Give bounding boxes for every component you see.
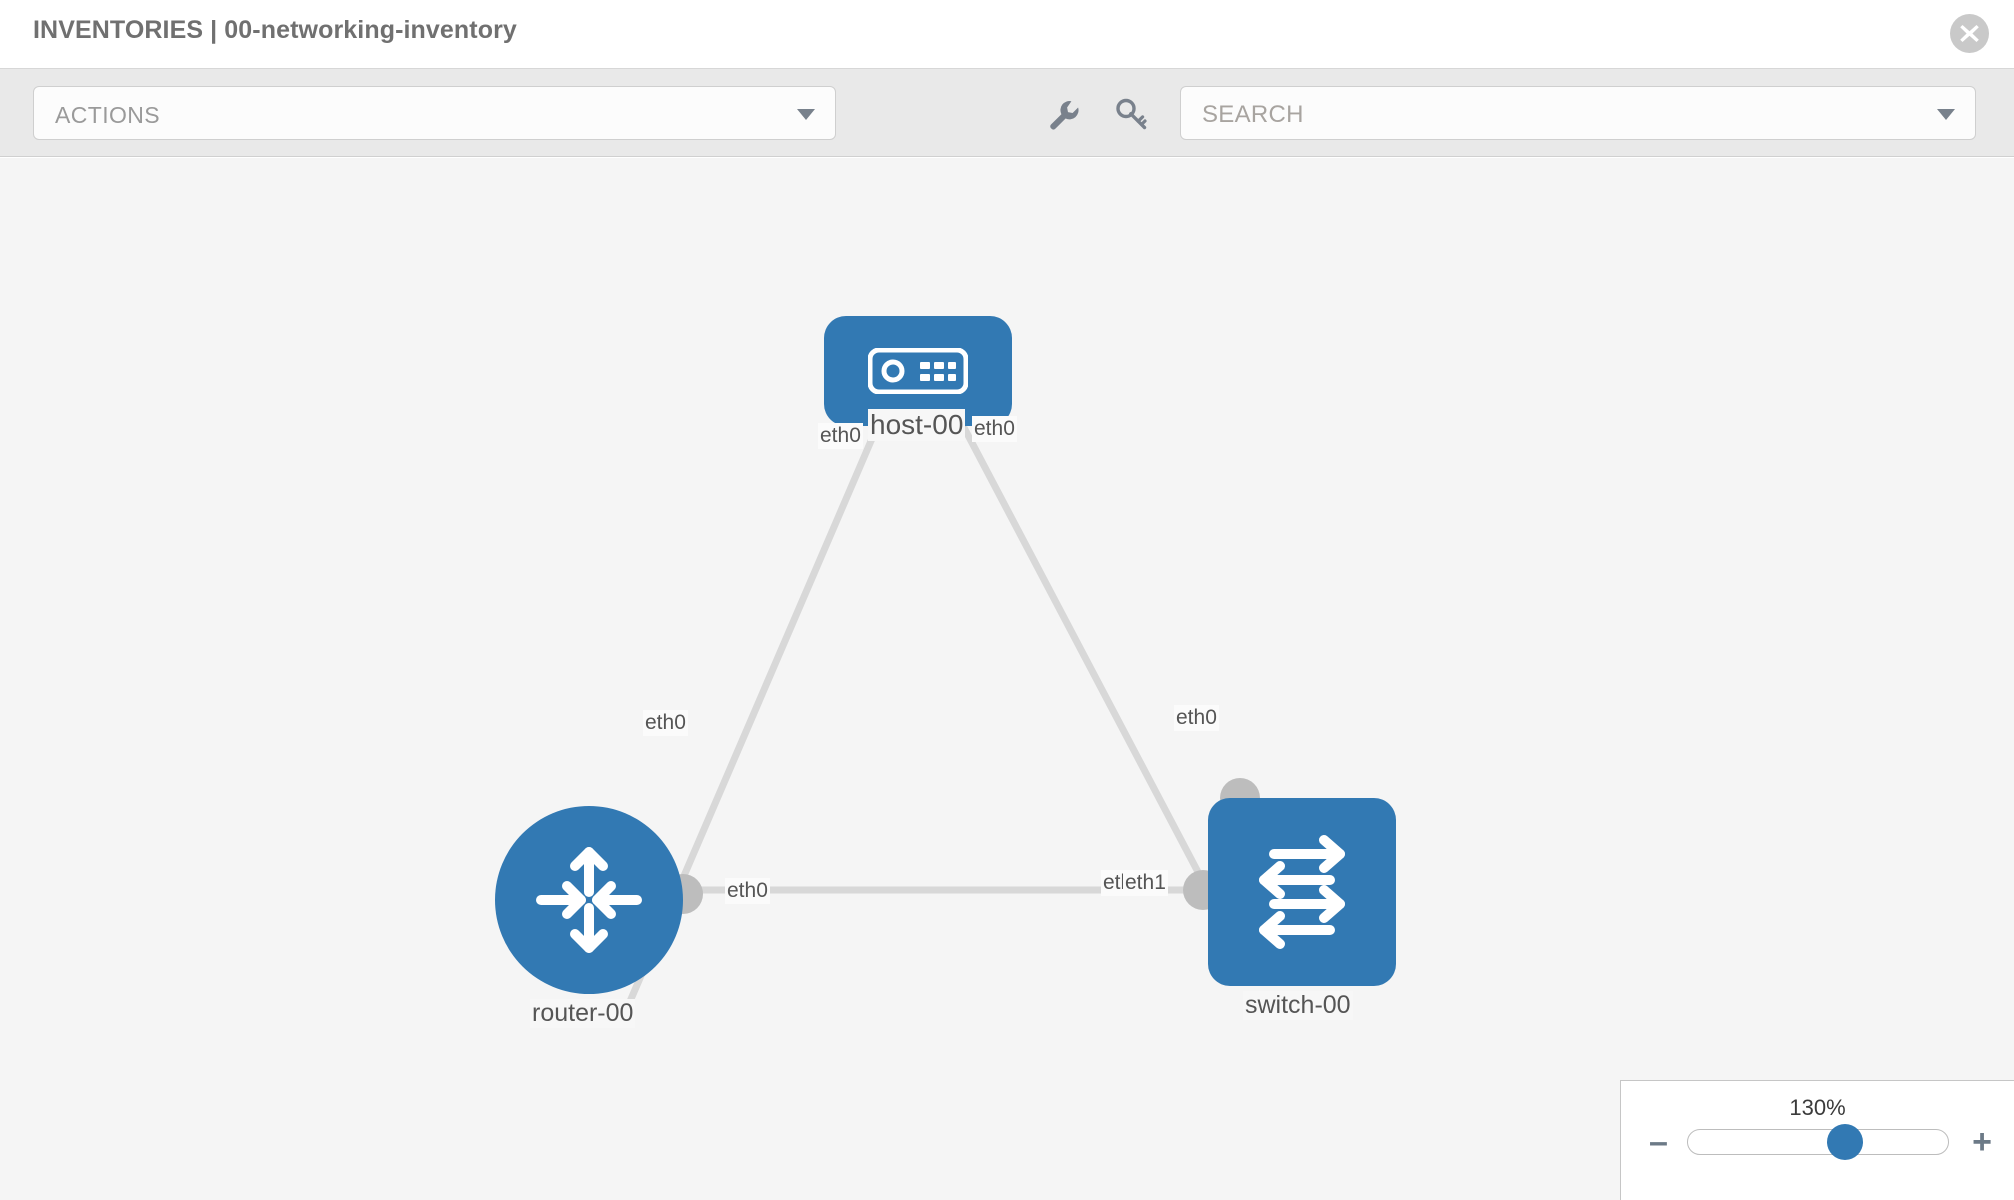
edge-label-host-right: eth0 bbox=[972, 416, 1017, 442]
page-title: INVENTORIES | 00-networking-inventory bbox=[33, 16, 517, 44]
chevron-down-icon bbox=[797, 109, 815, 120]
edge-label-switch-to-router-b: eth1 bbox=[1123, 870, 1168, 896]
zoom-control-panel: 130% – + bbox=[1620, 1080, 2014, 1200]
zoom-level-value: 130% bbox=[1789, 1095, 1846, 1120]
chevron-down-icon[interactable] bbox=[1937, 109, 1955, 120]
router-node-shape[interactable] bbox=[495, 806, 683, 994]
edge-label-router-to-switch: eth0 bbox=[725, 878, 770, 904]
search-placeholder: SEARCH bbox=[1202, 101, 1304, 128]
node-label-host-00: host-00 bbox=[868, 409, 966, 441]
router-four-arrows-icon bbox=[536, 847, 642, 953]
edge-label-host-left: eth0 bbox=[818, 423, 863, 449]
link-host-switch bbox=[956, 416, 1242, 952]
wrench-icon[interactable] bbox=[1046, 97, 1080, 131]
actions-dropdown[interactable]: ACTIONS bbox=[33, 86, 836, 140]
topology-canvas[interactable]: host-00 eth0 eth0 bbox=[0, 158, 2014, 1200]
zoom-out-button[interactable]: – bbox=[1649, 1123, 1668, 1161]
switch-node-shape[interactable] bbox=[1208, 798, 1396, 986]
zoom-slider[interactable] bbox=[1687, 1124, 1949, 1160]
zoom-in-button[interactable]: + bbox=[1972, 1123, 1992, 1161]
edge-label-switch-to-host: eth0 bbox=[1174, 705, 1219, 731]
search-input[interactable]: SEARCH bbox=[1180, 86, 1976, 140]
switch-arrows-icon bbox=[1259, 835, 1345, 949]
actions-dropdown-label: ACTIONS bbox=[55, 102, 161, 128]
node-label-router-00: router-00 bbox=[530, 999, 636, 1028]
page-header: INVENTORIES | 00-networking-inventory bbox=[0, 0, 2014, 69]
close-icon[interactable] bbox=[1950, 14, 1989, 53]
edge-label-router-to-host: eth0 bbox=[643, 710, 688, 736]
node-label-switch-00: switch-00 bbox=[1243, 991, 1353, 1020]
zoom-slider-thumb[interactable] bbox=[1827, 1124, 1864, 1160]
topology-toolbar: ACTIONS SEARCH bbox=[0, 69, 2014, 157]
server-device-icon bbox=[868, 348, 968, 394]
host-node-shape[interactable] bbox=[824, 316, 1012, 426]
key-icon[interactable] bbox=[1114, 97, 1148, 131]
topology-links bbox=[621, 416, 1242, 1017]
